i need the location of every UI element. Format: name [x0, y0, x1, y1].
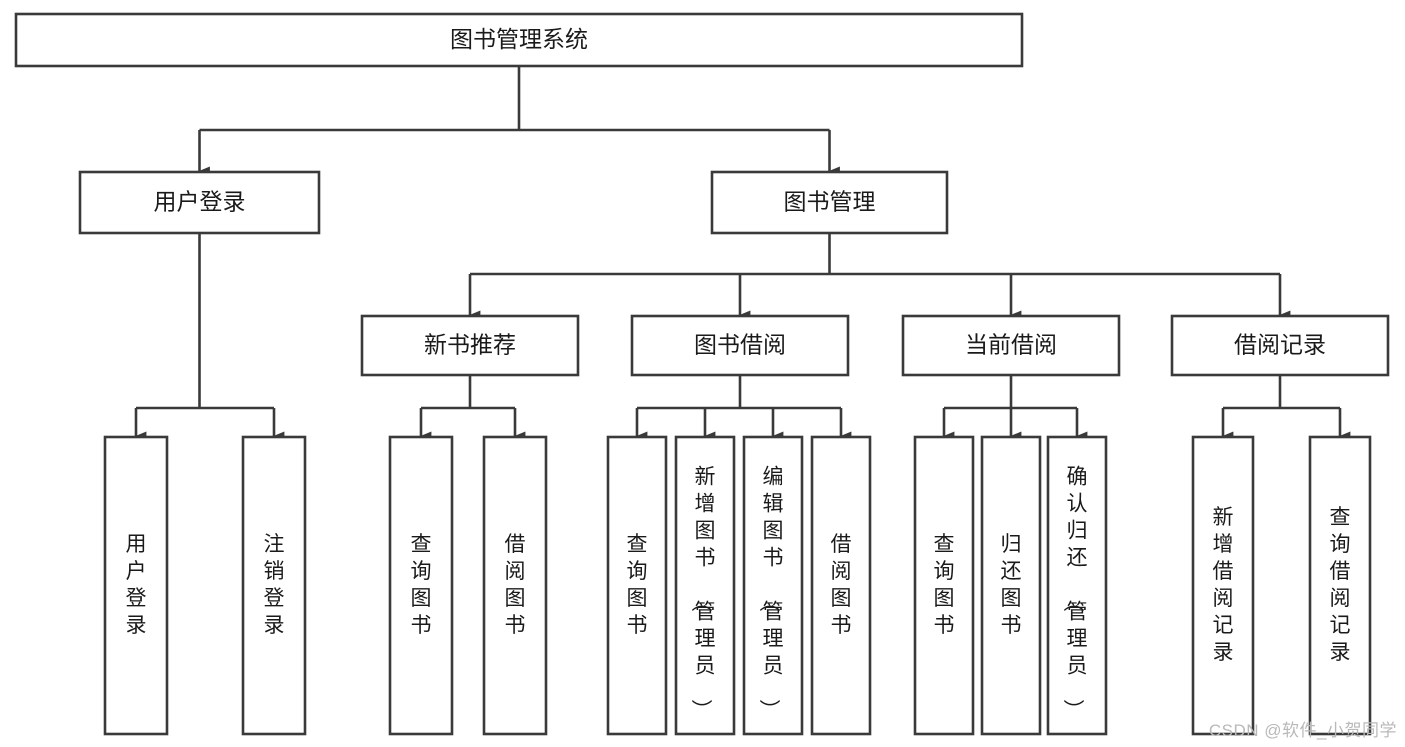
node-leaf-add-book-admin[interactable]: 新增图书（管理员）	[674, 435, 736, 736]
node-new-book-recommend[interactable]: 新书推荐	[360, 314, 580, 377]
node-box-leaf-borrow-book-bor	[810, 435, 872, 736]
node-leaf-borrow-book-bor[interactable]: 借阅图书	[810, 435, 872, 736]
node-label-user-login: 用户登录	[154, 189, 246, 215]
node-label-book-manage: 图书管理	[784, 189, 876, 215]
node-label-leaf-return-book: 归还图书	[1001, 533, 1022, 637]
node-box-leaf-query-book-cur	[913, 435, 975, 736]
node-label-leaf-user-login: 用户登录	[126, 533, 147, 637]
node-box-leaf-add-borrow-record	[1191, 435, 1255, 736]
node-box-leaf-return-book	[980, 435, 1042, 736]
node-label-leaf-confirm-return-admin: 确认归还（管理员）	[1062, 465, 1088, 720]
node-user-login[interactable]: 用户登录	[78, 170, 321, 235]
connectors-layer	[134, 66, 1351, 441]
node-box-leaf-confirm-return-admin	[1046, 435, 1108, 736]
node-box-root	[14, 12, 1024, 68]
node-box-book-borrow	[630, 314, 850, 377]
node-leaf-confirm-return-admin[interactable]: 确认归还（管理员）	[1046, 435, 1108, 736]
node-box-leaf-query-book-bor	[606, 435, 668, 736]
node-label-root: 图书管理系统	[450, 26, 588, 52]
node-label-leaf-edit-book-admin: 编辑图书（管理员）	[758, 465, 784, 720]
node-label-leaf-logout: 注销登录	[264, 533, 285, 637]
node-label-leaf-add-borrow-record: 新增借阅记录	[1213, 506, 1234, 664]
node-leaf-return-book[interactable]: 归还图书	[980, 435, 1042, 736]
node-label-borrow-record: 借阅记录	[1234, 332, 1326, 358]
node-label-new-book-recommend: 新书推荐	[424, 332, 516, 358]
node-box-user-login	[78, 170, 321, 235]
node-leaf-user-login[interactable]: 用户登录	[103, 435, 169, 736]
node-leaf-query-book-cur[interactable]: 查询图书	[913, 435, 975, 736]
boxes-layer: 图书管理系统用户登录图书管理新书推荐图书借阅当前借阅借阅记录用户登录注销登录查询…	[14, 12, 1390, 736]
node-box-leaf-query-borrow-record	[1308, 435, 1372, 736]
node-label-leaf-add-book-admin: 新增图书（管理员）	[690, 465, 716, 720]
node-label-leaf-borrow-book-bor: 借阅图书	[831, 533, 852, 637]
node-leaf-query-borrow-record[interactable]: 查询借阅记录	[1308, 435, 1372, 736]
node-leaf-query-book-rec[interactable]: 查询图书	[388, 435, 454, 736]
node-book-borrow[interactable]: 图书借阅	[630, 314, 850, 377]
node-borrow-record[interactable]: 借阅记录	[1170, 314, 1390, 377]
node-leaf-query-book-bor[interactable]: 查询图书	[606, 435, 668, 736]
node-box-current-borrow	[901, 314, 1121, 377]
node-leaf-borrow-book-rec[interactable]: 借阅图书	[482, 435, 548, 736]
node-leaf-add-borrow-record[interactable]: 新增借阅记录	[1191, 435, 1255, 736]
node-root[interactable]: 图书管理系统	[14, 12, 1024, 68]
node-label-leaf-query-book-bor: 查询图书	[627, 533, 648, 637]
node-box-book-manage	[710, 170, 949, 235]
node-box-borrow-record	[1170, 314, 1390, 377]
node-box-leaf-user-login	[103, 435, 169, 736]
node-box-leaf-edit-book-admin	[742, 435, 804, 736]
node-label-leaf-query-book-cur: 查询图书	[934, 533, 955, 637]
node-box-leaf-add-book-admin	[674, 435, 736, 736]
node-box-leaf-logout	[241, 435, 307, 736]
node-label-current-borrow: 当前借阅	[965, 332, 1057, 358]
node-label-book-borrow: 图书借阅	[694, 332, 786, 358]
node-label-leaf-borrow-book-rec: 借阅图书	[505, 533, 526, 637]
node-label-leaf-query-borrow-record: 查询借阅记录	[1330, 506, 1351, 664]
node-leaf-logout[interactable]: 注销登录	[241, 435, 307, 736]
node-leaf-edit-book-admin[interactable]: 编辑图书（管理员）	[742, 435, 804, 736]
node-label-leaf-query-book-rec: 查询图书	[411, 533, 432, 637]
node-box-leaf-query-book-rec	[388, 435, 454, 736]
node-current-borrow[interactable]: 当前借阅	[901, 314, 1121, 377]
node-book-manage[interactable]: 图书管理	[710, 170, 949, 235]
node-box-leaf-borrow-book-rec	[482, 435, 548, 736]
csdn-watermark: CSDN @软件_小贺同学	[1208, 721, 1397, 740]
node-box-new-book-recommend	[360, 314, 580, 377]
